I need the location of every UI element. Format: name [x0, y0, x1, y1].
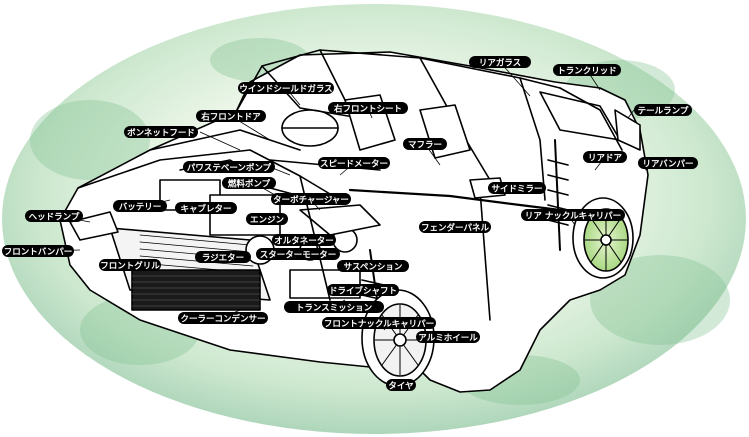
label-trunk-lid[interactable]: トランクリッド: [553, 64, 621, 77]
label-front-bumper-text: フロントバンパー: [4, 247, 72, 258]
label-tail-lamp[interactable]: テールランプ: [634, 104, 692, 117]
label-transmission-text: トランスミッション: [296, 304, 373, 314]
label-fender-panel[interactable]: フェンダーパネル: [419, 221, 491, 234]
label-side-mirror[interactable]: サイドミラー: [488, 182, 546, 195]
front-wheel: [361, 289, 435, 387]
label-rear-glass[interactable]: リアガラス: [469, 56, 531, 69]
label-engine[interactable]: エンジン: [246, 213, 288, 226]
label-head-lamp-text: ヘッドランプ: [29, 212, 80, 223]
label-front-grille[interactable]: フロントグリル: [99, 259, 161, 272]
label-rear-bumper-text: リアバンパー: [642, 159, 693, 170]
label-alternator[interactable]: オルタネーター: [272, 234, 336, 247]
label-windshield-glass[interactable]: ウインドシールドガラス: [238, 82, 334, 95]
label-right-front-door[interactable]: 右フロントドア: [196, 110, 266, 123]
label-suspension[interactable]: サスペンション: [337, 260, 409, 273]
label-power-steering-pump-text: パワステベーンポンプ: [187, 163, 272, 174]
label-side-mirror-text: サイドミラー: [491, 185, 542, 195]
label-turbocharger-text: ターボチャージャー: [273, 195, 349, 206]
label-right-front-door-text: 右フロントドア: [200, 112, 261, 123]
label-cooler-condenser-text: クーラーコンデンサー: [180, 314, 265, 325]
label-carburetor-text: キャブレター: [180, 204, 231, 215]
label-tire[interactable]: タイヤ: [386, 379, 416, 392]
label-drive-shaft-text: ドライブシャフト: [329, 286, 397, 297]
label-rear-bumper[interactable]: リアバンパー: [638, 157, 698, 170]
label-rear-knuckle-caliper-text: リア ナックルキャリパー: [525, 211, 621, 222]
label-aluminum-wheel[interactable]: アルミホイール: [416, 331, 480, 344]
label-alternator-text: オルタネーター: [274, 236, 334, 247]
label-power-steering-pump[interactable]: パワステベーンポンプ: [183, 161, 275, 174]
label-head-lamp[interactable]: ヘッドランプ: [25, 210, 83, 223]
label-trunk-lid-text: トランクリッド: [557, 66, 617, 77]
label-cooler-condenser[interactable]: クーラーコンデンサー: [178, 312, 268, 325]
label-muffler[interactable]: マフラー: [403, 138, 447, 151]
label-aluminum-wheel-text: アルミホイール: [418, 334, 478, 344]
label-tail-lamp-text: テールランプ: [638, 106, 689, 117]
label-speedometer-text: スピードメーター: [320, 159, 388, 170]
label-starter-motor-text: スターターモーター: [260, 250, 337, 261]
label-radiator-text: ラジエター: [202, 253, 244, 264]
label-front-grille-text: フロントグリル: [100, 261, 160, 272]
label-suspension-text: サスペンション: [344, 263, 403, 273]
label-battery-text: バッテリー: [119, 202, 162, 213]
label-front-knuckle-caliper[interactable]: フロントナックルキャリパー: [322, 317, 436, 330]
label-battery[interactable]: バッテリー: [113, 200, 167, 213]
label-right-front-seat-text: 右フロントシート: [333, 104, 402, 115]
label-rear-door[interactable]: リアドア: [583, 151, 627, 164]
label-radiator[interactable]: ラジエター: [195, 251, 251, 264]
label-rear-door-text: リアドア: [588, 154, 623, 164]
label-fender-panel-text: フェンダーパネル: [421, 223, 489, 234]
label-speedometer[interactable]: スピードメーター: [318, 157, 390, 170]
car-line-art: [59, 49, 649, 393]
label-windshield-glass-text: ウインドシールドガラス: [239, 84, 332, 95]
label-muffler-text: マフラー: [408, 141, 442, 151]
label-bonnet-hood-text: ボンネットフード: [127, 128, 195, 139]
label-drive-shaft[interactable]: ドライブシャフト: [327, 284, 399, 297]
part-labels: リアガラス トランクリッド ウインドシールドガラス 右フロントドア 右フロントシ…: [2, 56, 698, 392]
label-starter-motor[interactable]: スターターモーター: [256, 248, 340, 261]
label-tire-text: タイヤ: [388, 381, 414, 392]
label-front-knuckle-caliper-text: フロントナックルキャリパー: [324, 319, 434, 330]
label-right-front-seat[interactable]: 右フロントシート: [328, 102, 408, 115]
label-fuel-pump-text: 燃料ポンプ: [228, 179, 271, 190]
label-bonnet-hood[interactable]: ボンネットフード: [124, 126, 198, 139]
label-transmission[interactable]: トランスミッション: [284, 301, 384, 314]
label-turbocharger[interactable]: ターボチャージャー: [271, 193, 351, 206]
label-fuel-pump[interactable]: 燃料ポンプ: [222, 177, 276, 190]
label-rear-glass-text: リアガラス: [479, 58, 521, 69]
label-front-bumper[interactable]: フロントバンパー: [2, 245, 74, 258]
label-rear-knuckle-caliper[interactable]: リア ナックルキャリパー: [521, 209, 625, 222]
label-engine-text: エンジン: [250, 216, 285, 226]
label-carburetor[interactable]: キャブレター: [175, 202, 237, 215]
